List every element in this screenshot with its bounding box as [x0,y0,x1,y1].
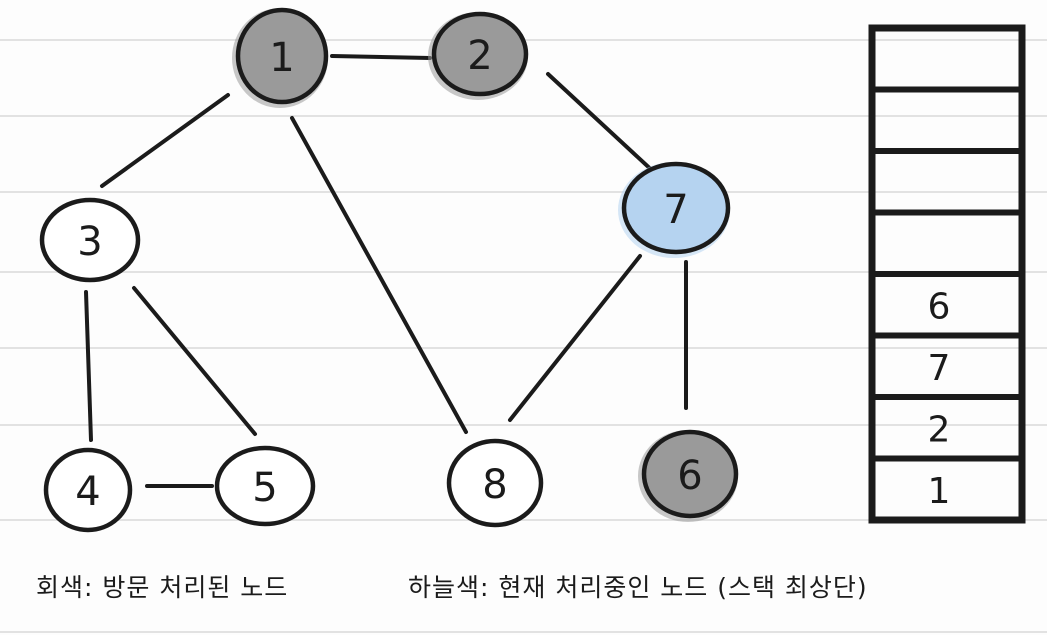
graph-edges [84,54,688,488]
node-3: 3 [39,197,141,283]
edge-1-2 [330,54,432,60]
node-8: 8 [446,438,544,528]
node-1-circle [235,7,329,105]
node-8-label: 8 [482,462,507,508]
graph-nodes: 1 2 3 4 5 6 7 8 [39,7,739,533]
stack-item-6: 6 [928,286,951,327]
edge-3-5 [132,286,257,436]
stack-diagram: 6 7 2 1 [868,24,1026,524]
node-1-label: 1 [269,35,294,81]
node-4-circle [43,447,133,533]
node-7: 7 [618,161,731,258]
stack-item-1: 1 [928,471,951,512]
node-7-label: 7 [663,187,688,233]
edge-1-3 [100,93,230,188]
node-4-label: 4 [75,469,100,515]
edge-3-4 [84,290,93,442]
node-2: 2 [428,11,529,100]
node-3-circle [39,197,141,283]
stack-item-7: 7 [928,348,951,389]
legend-current: 하늘색: 현재 처리중인 노드 (스택 최상단) [408,573,868,602]
node-5: 5 [214,445,316,527]
node-2-label: 2 [467,33,492,79]
node-7-circle [621,161,731,255]
node-5-label: 5 [252,465,277,511]
node-1: 1 [232,7,329,108]
stack-item-2: 2 [928,409,951,450]
node-8-circle [446,438,544,528]
edge-7-8 [508,254,642,422]
edge-2-7 [546,72,658,176]
node-3-label: 3 [77,219,102,265]
node-6-circle [641,429,739,519]
node-6: 6 [638,429,739,522]
edge-1-8 [290,116,468,434]
node-5-circle [214,445,316,527]
node-2-circle [431,11,529,97]
legend-visited: 회색: 방문 처리된 노드 [36,573,289,602]
node-6-label: 6 [677,453,702,499]
node-4: 4 [43,447,133,533]
